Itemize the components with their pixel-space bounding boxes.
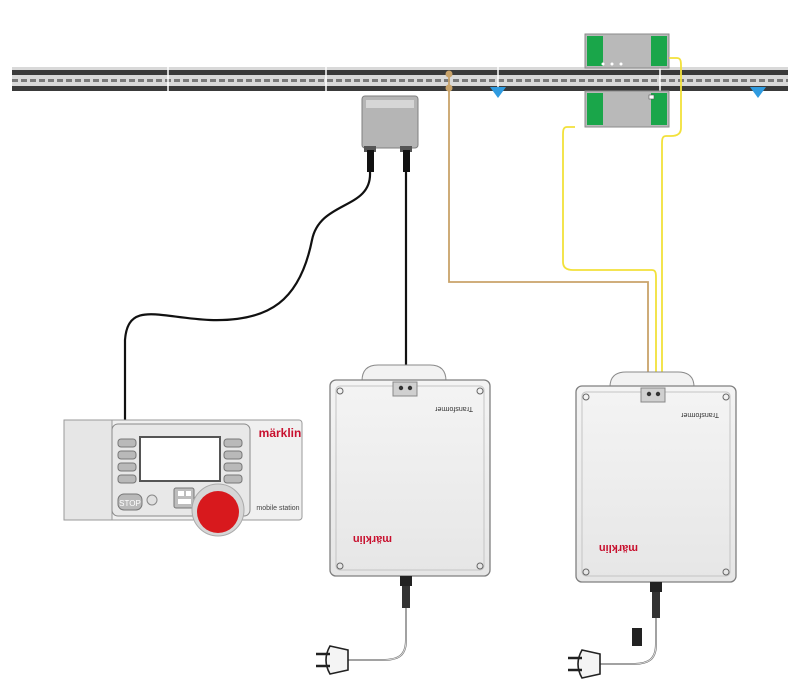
svg-text:STOP: STOP [119,499,141,508]
station-right-buttons[interactable] [223,438,243,484]
station-left-buttons[interactable] [117,438,137,484]
power-cord-right [600,582,662,665]
track-rail-top [12,70,788,75]
wire-yellow-1 [562,126,657,392]
power-cord-left [348,576,412,661]
track-connector-box [361,95,419,172]
transformer-left-logo: märklin [353,533,392,545]
transformer-left: Transformer märklin [329,364,491,577]
transformer-right: Transformer märklin [575,371,737,583]
wire-brown-feed [448,74,649,392]
station-small-button[interactable] [146,494,158,506]
feed-contact-top [445,70,453,78]
locomotive-icon [173,487,195,509]
mobile-station: STOP märklin mobile station [63,419,303,537]
transformer-right-logo: märklin [599,542,638,554]
stop-button[interactable]: STOP [117,493,143,511]
power-plug-right-icon [568,649,601,679]
wire-black-to-station [123,171,372,420]
feed-contact-bottom [445,84,453,92]
station-display [139,436,221,482]
track [12,67,788,91]
power-plug-left-icon [316,645,349,675]
isolation-marker-2 [750,87,766,98]
transformer-left-rating: Transformer [434,405,473,412]
speed-control-knob[interactable] [191,483,245,537]
track-rail-bottom [12,86,788,91]
svg-text:märklin: märklin [259,426,302,440]
station-logo: märklin [259,426,302,440]
transformer-right-rating: Transformer [680,411,719,418]
wire-yellow-2 [661,57,682,392]
contact-track-module [584,33,670,128]
station-model-label: mobile station [256,505,299,512]
isolation-marker-1 [490,87,506,98]
